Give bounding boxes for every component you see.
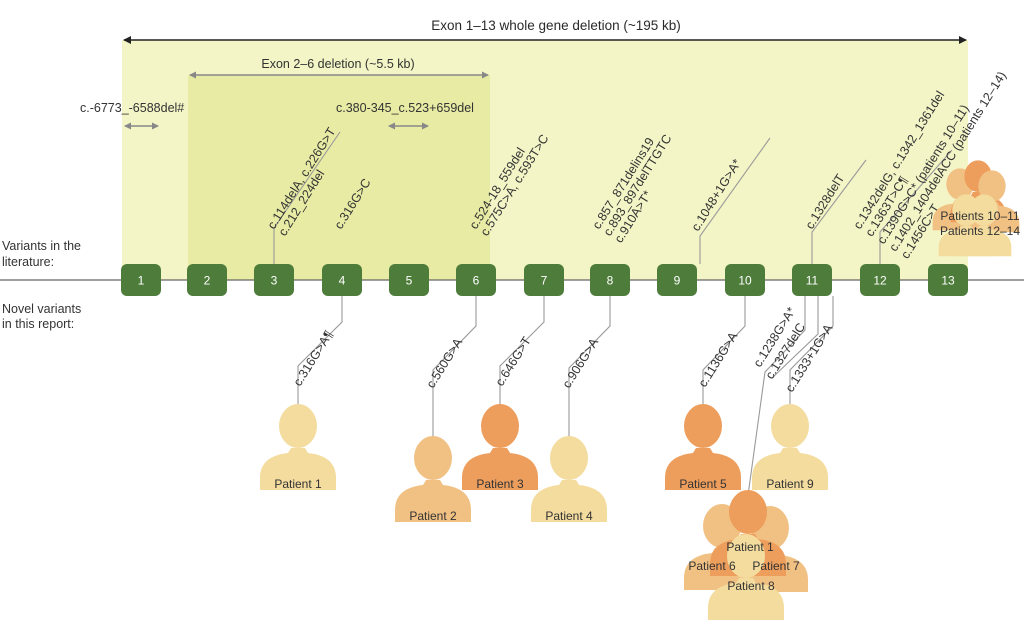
exon2-6-deletion-label: Exon 2–6 deletion (~5.5 kb) <box>261 57 414 71</box>
group-patient-1-label: Patient 1 <box>726 540 774 554</box>
exon-9: 9 <box>657 264 697 296</box>
exon-label: 3 <box>271 274 278 288</box>
exon-12: 12 <box>860 264 900 296</box>
novel-variant-label: c.646G>T <box>493 334 534 389</box>
group-patient-8-label: Patient 8 <box>727 579 775 593</box>
patient-label: Patient 5 <box>679 477 727 491</box>
novel-leader <box>702 296 746 420</box>
literature-row-label-2: literature: <box>2 255 54 269</box>
exon-label: 5 <box>406 274 413 288</box>
novel-leader <box>789 296 834 420</box>
exon-5: 5 <box>389 264 429 296</box>
exon-label: 11 <box>806 274 819 288</box>
novel-leader <box>568 296 611 452</box>
group-patient-6-label: Patient 6 <box>688 559 736 573</box>
exon-2: 2 <box>187 264 227 296</box>
novel-leader <box>297 296 343 420</box>
whole-deletion-label: Exon 1–13 whole gene deletion (~195 kb) <box>431 18 681 33</box>
novel-row-label: Novel variants <box>2 302 81 316</box>
literature-leader-lines <box>273 131 953 264</box>
exon-10: 10 <box>725 264 765 296</box>
exon-label: 2 <box>204 274 211 288</box>
exon-label: 1 <box>138 274 145 288</box>
exon-6: 6 <box>456 264 496 296</box>
exon-11: 11 <box>792 264 832 296</box>
exon-label: 7 <box>541 274 548 288</box>
novel-variant-label: c.560G>A <box>424 335 466 390</box>
exon-label: 13 <box>941 274 955 288</box>
patient-label: Patient 4 <box>545 509 593 523</box>
lit-patients-12-14-label: Patients 12–14 <box>940 224 1020 238</box>
intron-deletion-label: c.380-345_c.523+659del <box>336 101 474 115</box>
exon-8: 8 <box>590 264 630 296</box>
literature-row-label: Variants in the <box>2 239 81 253</box>
literature-leader <box>811 159 867 264</box>
novel-variant-labels: c.316G>A¶ c.560G>A c.646G>T c.906G>A c.1136G… <box>291 305 836 395</box>
promoter-deletion-label: c.-6773_-6588del# <box>80 101 184 115</box>
exon2-6-deletion-region <box>188 75 490 280</box>
novel-leader-lines <box>297 296 834 511</box>
exon-13: 13 <box>928 264 968 296</box>
novel-leader <box>432 296 477 452</box>
exon-1: 1 <box>121 264 161 296</box>
exon-label: 8 <box>607 274 614 288</box>
patient-label: Patient 1 <box>274 477 322 491</box>
literature-leader <box>879 149 953 264</box>
lit-patients-10-11-label: Patients 10–11 <box>940 209 1019 223</box>
exon-4: 4 <box>322 264 362 296</box>
exon-label: 6 <box>473 274 480 288</box>
novel-leader <box>771 296 819 379</box>
literature-leader <box>699 137 771 264</box>
literature-leader <box>273 131 341 264</box>
novel-row-label-2: in this report: <box>2 317 74 331</box>
novel-variant-label: c.316G>A¶ <box>291 328 336 389</box>
exon-7: 7 <box>524 264 564 296</box>
patient-label: Patient 3 <box>476 477 524 491</box>
patient-label: Patient 2 <box>409 509 457 523</box>
novel-leader <box>499 296 545 420</box>
novel-variant-label: c.1136G>A <box>696 329 741 390</box>
exon-3: 3 <box>254 264 294 296</box>
novel-variant-label: c.906G>A <box>560 335 602 390</box>
exon-label: 10 <box>738 274 752 288</box>
exon-label: 12 <box>873 274 887 288</box>
exon-label: 4 <box>339 274 346 288</box>
novel-leader <box>745 296 806 511</box>
group-patient-7-label: Patient 7 <box>752 559 800 573</box>
exon-label: 9 <box>674 274 681 288</box>
patient-label: Patient 9 <box>766 477 814 491</box>
patient-figures: Patient 1 Patient 2 Patient 3 Patient 4 Pati… <box>260 160 1020 620</box>
